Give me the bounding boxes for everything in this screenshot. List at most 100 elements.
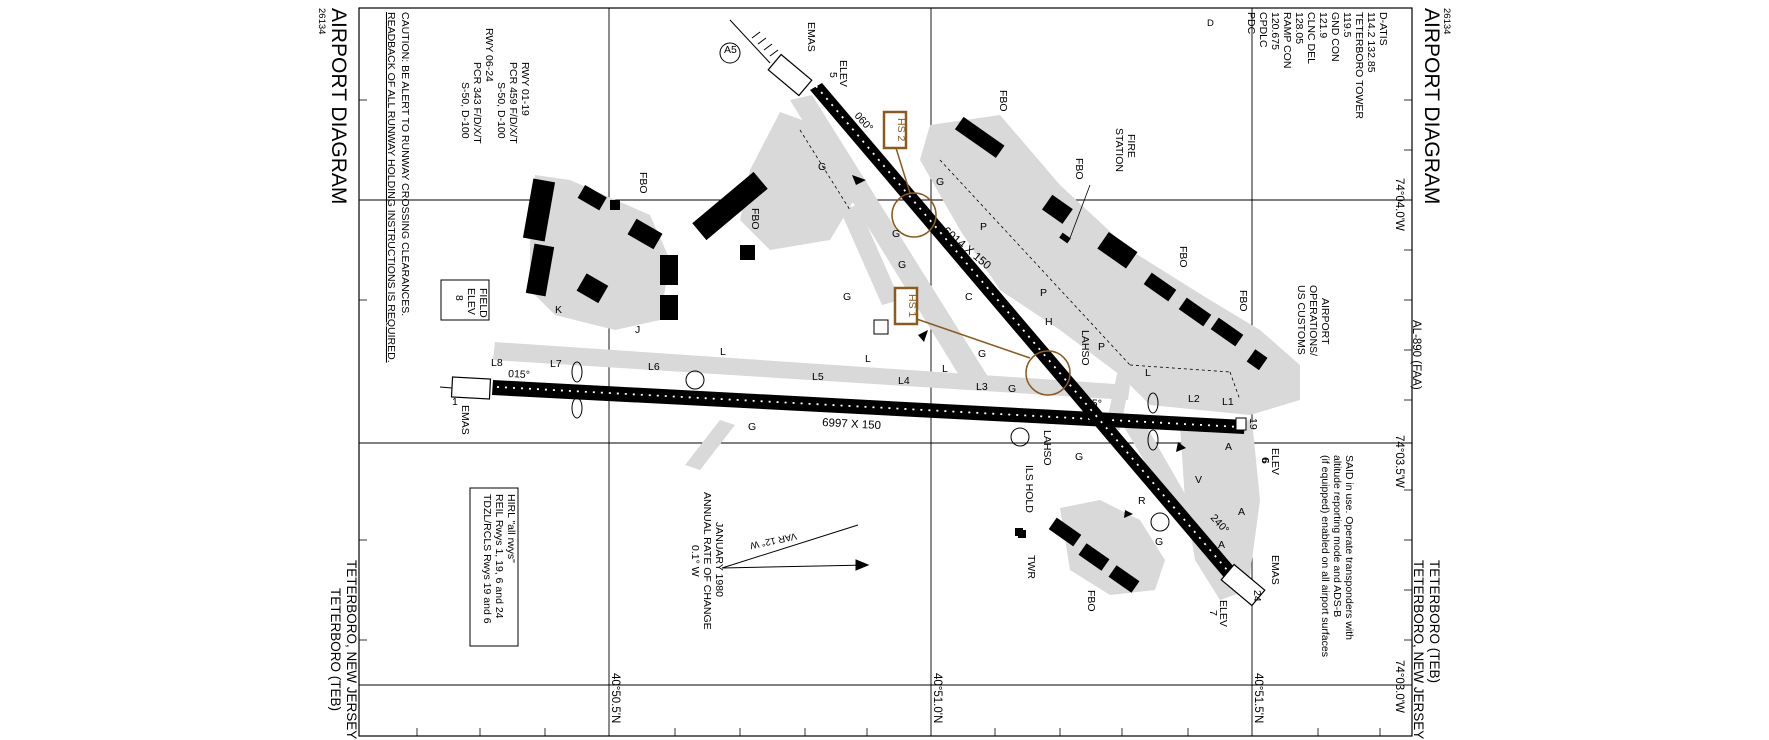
title-right: AIRPORT DIAGRAM: [1420, 8, 1443, 204]
fbo-label-3: FBO: [1177, 246, 1189, 268]
emas-label-s: EMAS: [459, 405, 471, 435]
freq-2: TETERBORO TOWER: [1353, 12, 1365, 119]
twy-G-10: G: [1155, 536, 1163, 548]
freq-9: 120.675: [1269, 12, 1281, 50]
fire-station-1: FIRE: [1125, 134, 1137, 158]
twy-A-2: A: [1238, 506, 1245, 518]
twy-C-1: C: [965, 291, 973, 303]
twy-J: J: [635, 324, 640, 336]
freq-8: RAMP CON: [1281, 12, 1293, 68]
twy-L6: L6: [648, 361, 660, 373]
freq-6: CLNC DEL: [1305, 12, 1317, 64]
twy-G-2: G: [936, 176, 944, 188]
twy-P-3: P: [1098, 341, 1105, 353]
airport-ops-2: OPERATIONS/: [1307, 285, 1319, 356]
elev-nw-label: ELEV: [837, 60, 849, 87]
airport-name-left-1: TETERBORO, NEW JERSEY: [344, 560, 359, 739]
twy-A5: A5: [724, 44, 737, 56]
fbo-label-5: FBO: [1085, 590, 1097, 612]
chart-id-left: 26134: [316, 8, 327, 34]
fbo-label-4: FBO: [1237, 290, 1249, 312]
lahso-label-2: LAHSO: [1041, 430, 1053, 466]
twy-L-3: L: [942, 363, 948, 375]
freq-10: CPDLC: [1257, 12, 1269, 48]
emas-boxes: [450, 53, 1266, 607]
lat-label-1: 40°50.5'N: [609, 673, 621, 723]
twy-L3: L3: [976, 381, 988, 393]
said-note-3: (if equipped) enabled on all airport sur…: [1319, 455, 1331, 657]
runway-01-19: [492, 380, 1245, 434]
twy-L-4: L: [1145, 367, 1151, 379]
twy-A-3: A: [1218, 539, 1225, 551]
pdc-d-icon: D: [1207, 18, 1214, 29]
twy-G-8: G: [748, 421, 756, 433]
var-label: VAR 12° W: [749, 530, 798, 551]
rwy-info-2: S-50, D-100: [495, 82, 507, 139]
fbo-label-1: FBO: [997, 90, 1009, 112]
rwy-info-5: S-50, D-100: [459, 82, 471, 139]
title-left: AIRPORT DIAGRAM: [327, 8, 350, 204]
twy-P-2: P: [1040, 287, 1047, 299]
heading-015: 015°: [508, 368, 530, 381]
twy-L7: L7: [550, 358, 562, 370]
variation-2: ANNUAL RATE OF CHANGE: [701, 492, 713, 630]
lighting-1: HIRL "all rwys": [505, 494, 517, 563]
lighting-box: [469, 487, 519, 647]
lighting-2: REIL Rwys 1, 19, 6 and 24: [493, 494, 505, 619]
freq-7: 128.05: [1293, 12, 1305, 44]
rwy-info-0: RWY 01-19: [519, 62, 531, 116]
freq-1: 114.2 132.85: [1365, 12, 1377, 73]
twy-C-2: C: [1000, 306, 1008, 318]
arrow-markers: [852, 175, 1186, 518]
said-note-1: SAID in use. Operate transponders with: [1343, 455, 1355, 640]
freq-11: PDC: [1245, 12, 1257, 35]
airport-name-right-1: TETERBORO (TEB): [1427, 560, 1442, 683]
field-elev-3: 8: [453, 295, 465, 301]
twy-L8: L8: [491, 357, 503, 369]
emas-label-se: EMAS: [1269, 555, 1281, 585]
pavement: [493, 95, 1300, 600]
lon-label-3: 74°03.0'W: [1393, 660, 1405, 713]
twy-L1: L1: [1222, 396, 1234, 408]
twy-G-4: G: [898, 259, 906, 271]
airport-ops-3: US CUSTOMS: [1295, 285, 1307, 355]
rwy-info-3: RWY 06-24: [483, 28, 495, 82]
elev-ne-value: 6: [1259, 458, 1271, 464]
variation-arrows: [721, 524, 870, 571]
twy-K: K: [555, 304, 562, 316]
field-elev-2: ELEV: [465, 288, 477, 315]
airport-name-left-2: TETERBORO (TEB): [328, 588, 343, 711]
freq-3: 119.5: [1341, 12, 1353, 38]
lahso-label-1: LAHSO: [1079, 330, 1091, 366]
taxiway-labels: A A A C C G G G G G G G G G G H J K L L …: [491, 44, 1245, 551]
twy-L-2: L: [865, 353, 871, 365]
said-note-2: altitude reporting mode and ADS-B: [1331, 455, 1343, 617]
runway1-dims: 6997 X 150: [822, 417, 881, 432]
rwy19-threshold: [1235, 417, 1247, 431]
lat-label-3: 40°51.5'N: [1252, 673, 1264, 723]
freq-5: 121.9: [1317, 12, 1329, 38]
heading-195: 195°: [1080, 397, 1102, 410]
hotspot-2-box: [882, 110, 908, 150]
twy-P-1: P: [980, 221, 987, 233]
rwy-19-label: 19: [1247, 418, 1259, 430]
twy-R: R: [1138, 495, 1146, 507]
fire-station-leader: [1069, 184, 1091, 239]
misc-symbols: [571, 42, 1170, 532]
runway-06-24: [810, 83, 1245, 588]
chart-id-right: 26134: [1441, 8, 1452, 34]
fire-station-2: STATION: [1113, 128, 1125, 172]
hotspot-1-box: [893, 286, 919, 326]
twy-G-1: G: [818, 161, 826, 173]
twy-A-1: A: [1225, 441, 1232, 453]
twy-G-3: G: [892, 228, 900, 240]
airport-name-right-2: TETERBORO, NEW JERSEY: [1411, 560, 1426, 739]
variation-1: JANUARY 1980: [713, 522, 725, 597]
airport-ops-1: AIRPORT: [1319, 298, 1331, 345]
fbo-label-6: FBO: [637, 172, 649, 194]
rwy-24-label: 24: [1251, 590, 1263, 602]
lat-label-2: 40°51.0'N: [931, 673, 943, 723]
twr-label: TWR: [1025, 555, 1037, 579]
twr-icon: [1018, 530, 1026, 538]
